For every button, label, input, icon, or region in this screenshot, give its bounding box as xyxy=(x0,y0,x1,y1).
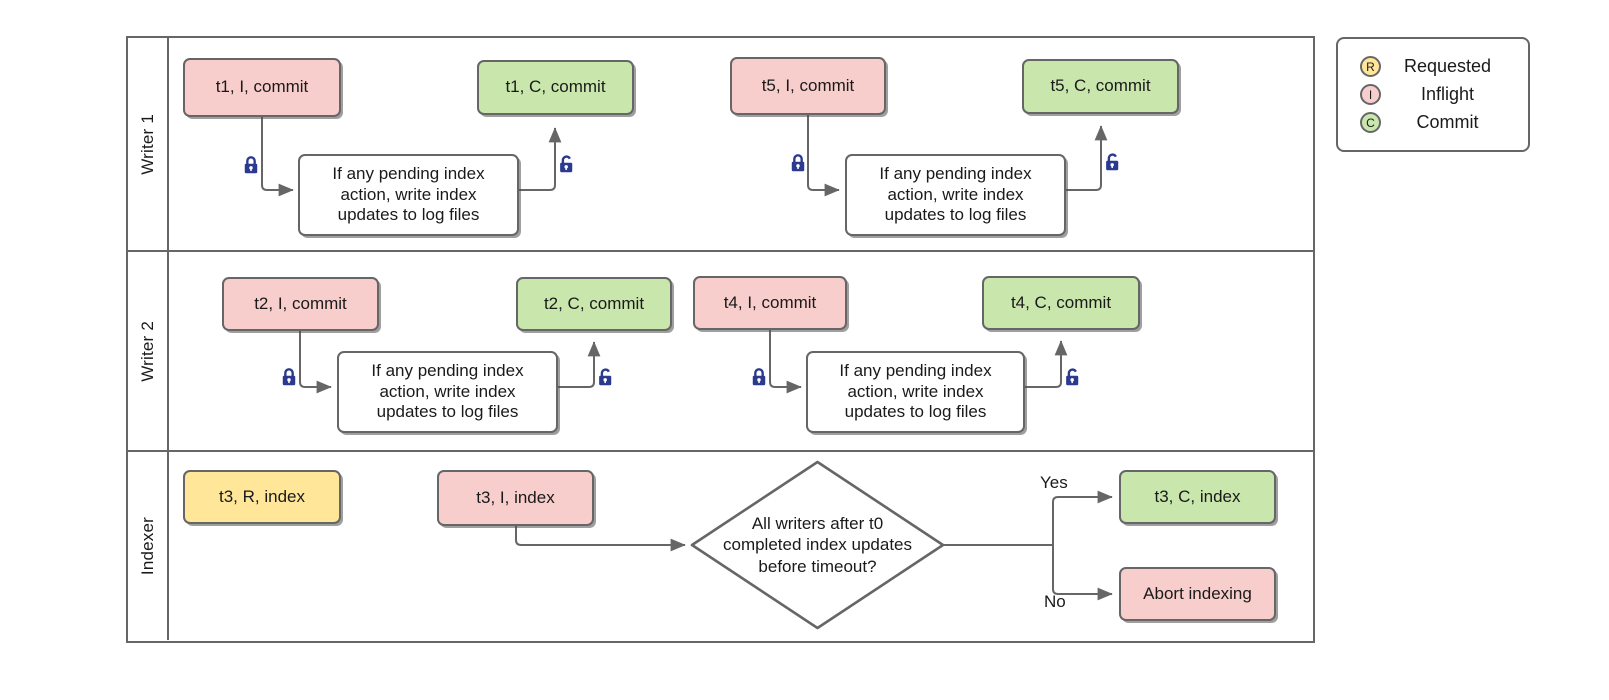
lane-label-writer-2: Writer 2 xyxy=(137,320,157,382)
edge-label-yes: Yes xyxy=(1040,473,1068,492)
lock-closed-icon xyxy=(240,154,262,176)
badge-letter: R xyxy=(1366,59,1375,74)
node-label: t3, C, index xyxy=(1154,486,1241,506)
lock-closed-icon xyxy=(787,152,809,174)
lock-open-icon xyxy=(594,366,616,388)
node-t4-inflight[interactable]: t4, I, commit xyxy=(693,276,847,330)
badge-requested-icon: R xyxy=(1360,56,1381,77)
node-t2-commit[interactable]: t2, C, commit xyxy=(516,277,672,331)
node-t2-process[interactable]: If any pending index action, write index… xyxy=(337,351,558,433)
lock-open-icon xyxy=(555,153,577,175)
node-t3-inflight[interactable]: t3, I, index xyxy=(437,470,594,526)
node-t4-commit[interactable]: t4, C, commit xyxy=(982,276,1140,330)
node-label: If any pending index action, write index… xyxy=(839,360,992,422)
node-t1-commit[interactable]: t1, C, commit xyxy=(477,60,634,115)
node-label: t3, R, index xyxy=(219,486,305,506)
lane-header-indexer: Indexer xyxy=(128,452,169,640)
lock-closed-icon xyxy=(748,366,770,388)
badge-inflight-icon: I xyxy=(1360,84,1381,105)
node-label: t2, C, commit xyxy=(543,293,645,313)
node-label: t4, I, commit xyxy=(723,292,817,312)
legend-item-requested: R Requested xyxy=(1338,54,1528,80)
legend-label-inflight: Inflight xyxy=(1420,84,1475,104)
node-t5-inflight[interactable]: t5, I, commit xyxy=(730,57,886,115)
node-label: t5, I, commit xyxy=(761,75,855,95)
legend-label-requested: Requested xyxy=(1403,56,1492,76)
node-t4-process[interactable]: If any pending index action, write index… xyxy=(806,351,1025,433)
node-label: t2, I, commit xyxy=(254,293,347,313)
lock-open-icon xyxy=(1061,366,1083,388)
node-t1-process[interactable]: If any pending index action, write index… xyxy=(298,154,519,236)
node-t5-commit[interactable]: t5, C, commit xyxy=(1022,59,1179,114)
node-label: If any pending index action, write index… xyxy=(371,360,524,422)
node-t1-inflight[interactable]: t1, I, commit xyxy=(183,58,341,117)
lane-writer-1: Writer 1 xyxy=(128,38,1313,250)
lane-label-writer-1: Writer 1 xyxy=(137,113,157,175)
node-abort-indexing[interactable]: Abort indexing xyxy=(1119,567,1276,621)
lane-header-writer-2: Writer 2 xyxy=(128,252,169,450)
lock-closed-icon xyxy=(278,366,300,388)
badge-commit-icon: C xyxy=(1360,112,1381,133)
legend-item-commit: C Commit xyxy=(1338,110,1528,136)
legend: R Requested I Inflight C Commit xyxy=(1336,37,1530,152)
node-t3-requested[interactable]: t3, R, index xyxy=(183,470,341,524)
lane-indexer: Indexer xyxy=(128,450,1313,640)
lane-header-writer-1: Writer 1 xyxy=(128,38,169,250)
legend-label-commit: Commit xyxy=(1416,112,1479,132)
lock-open-icon xyxy=(1101,151,1123,173)
lane-writer-2: Writer 2 xyxy=(128,250,1313,450)
legend-item-inflight: I Inflight xyxy=(1338,82,1528,108)
node-t5-process[interactable]: If any pending index action, write index… xyxy=(845,154,1066,236)
edge-label-no: No xyxy=(1044,592,1066,611)
node-label: t1, C, commit xyxy=(505,77,606,97)
badge-letter: I xyxy=(1368,87,1373,102)
node-label: t1, I, commit xyxy=(215,77,309,97)
node-label: If any pending index action, write index… xyxy=(332,163,485,225)
node-t3-commit[interactable]: t3, C, index xyxy=(1119,470,1276,524)
decision-label: All writers after t0 completed index upd… xyxy=(722,514,913,576)
lane-label-indexer: Indexer xyxy=(137,516,157,576)
node-label: t3, I, index xyxy=(476,487,555,507)
badge-letter: C xyxy=(1366,115,1375,130)
node-label: Abort indexing xyxy=(1143,583,1252,603)
node-decision[interactable]: All writers after t0 completed index upd… xyxy=(690,460,945,630)
node-t2-inflight[interactable]: t2, I, commit xyxy=(222,277,379,331)
node-label: If any pending index action, write index… xyxy=(879,163,1032,225)
node-label: t4, C, commit xyxy=(1010,292,1112,312)
node-label: t5, C, commit xyxy=(1050,76,1151,96)
